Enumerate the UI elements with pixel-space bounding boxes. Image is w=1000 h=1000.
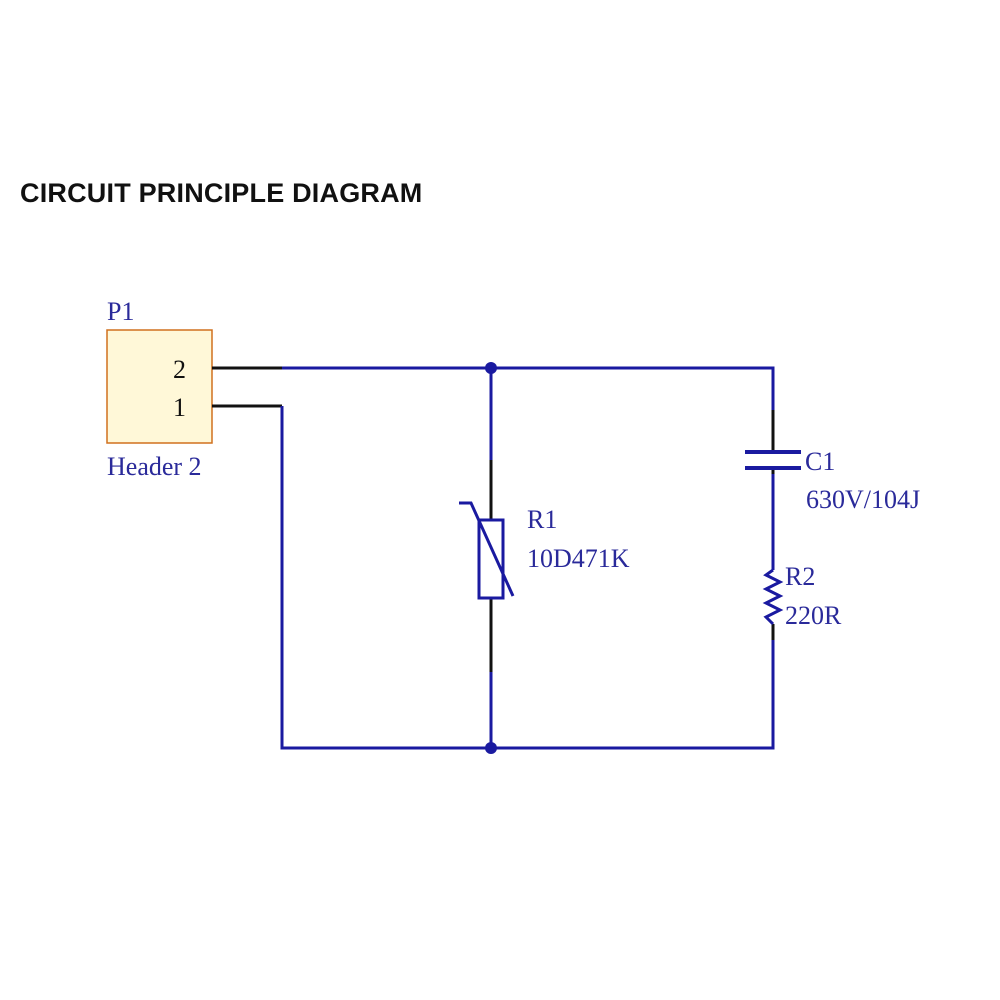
- header-body: [106, 329, 213, 444]
- varistor-value: 10D471K: [527, 544, 630, 573]
- wire-left-bottom: [280, 406, 775, 750]
- varistor-diagonal: [459, 501, 515, 597]
- component-leads: [489, 410, 775, 672]
- pin-label-2: 2: [173, 355, 186, 384]
- junction-dot-icon: [485, 742, 497, 754]
- resistor-designator: R2: [785, 562, 815, 591]
- varistor-designator: R1: [527, 505, 557, 534]
- pin-label-1: 1: [173, 393, 186, 422]
- varistor-body: [477, 518, 505, 600]
- wires: [280, 366, 775, 750]
- connector-name: Header 2: [107, 452, 202, 481]
- wire-top: [282, 366, 775, 410]
- connector-designator: P1: [107, 297, 134, 326]
- varistor-icon: [459, 501, 515, 600]
- resistor-value: 220R: [785, 601, 842, 630]
- resistor-icon: [762, 568, 784, 626]
- capacitor-value: 630V/104J: [806, 485, 920, 514]
- junction-dot-icon: [485, 362, 497, 374]
- capacitor-icon: [745, 450, 801, 470]
- page-title: CIRCUIT PRINCIPLE DIAGRAM: [20, 178, 423, 208]
- capacitor-designator: C1: [805, 447, 835, 476]
- connector-p1: P1 Header 2 2 1: [106, 297, 282, 481]
